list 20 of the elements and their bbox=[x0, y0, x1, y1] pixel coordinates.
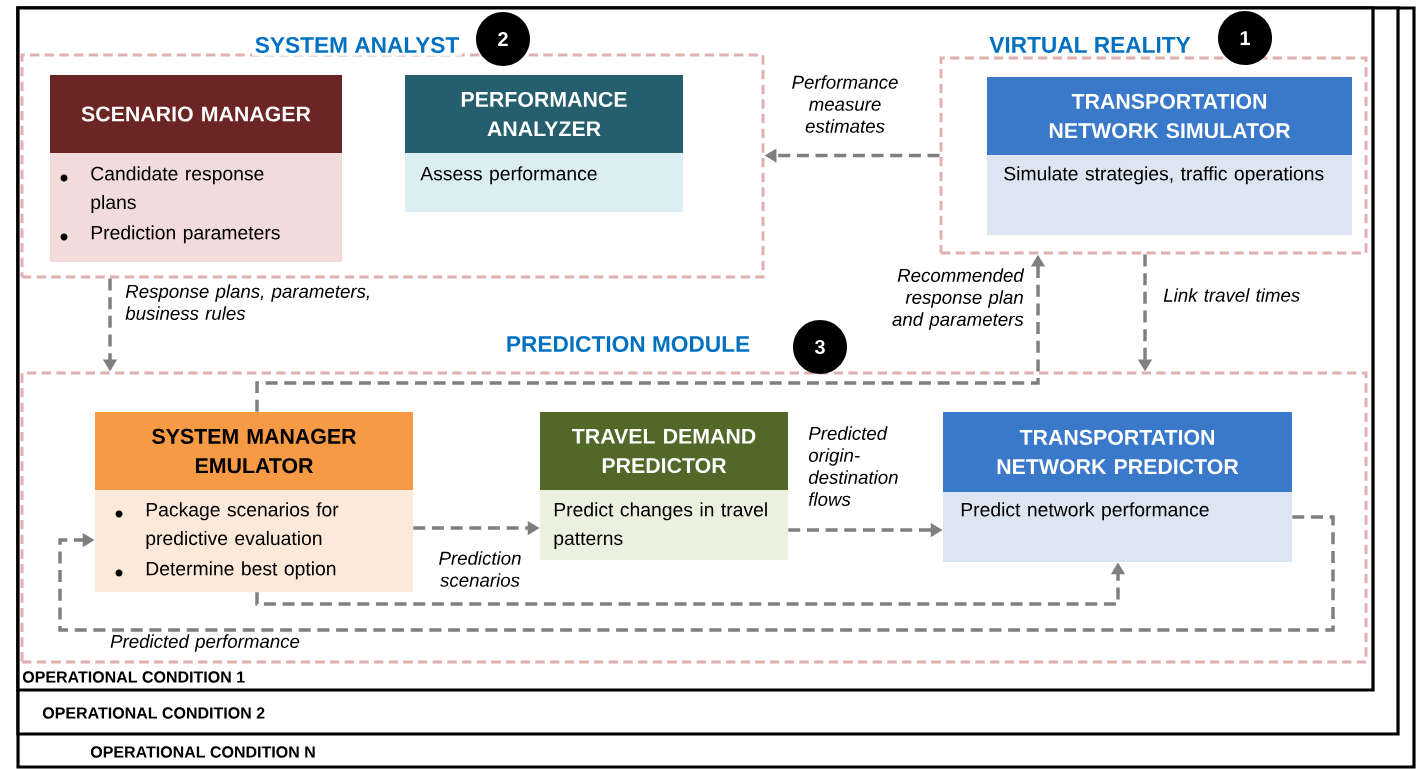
edge-label: Recommended response plan and parameters bbox=[892, 268, 1025, 330]
process-box: SYSTEM MANAGER EMULATOR Package scenarios for predictive evaluation Determine best option bbox=[95, 412, 413, 592]
edge-label: Performance measure estimates bbox=[792, 75, 898, 133]
edge-label: Predicted origin-destination flows bbox=[808, 426, 898, 506]
process-box: TRAVEL DEMAND PREDICTOR Predict changes in travel patterns bbox=[540, 412, 788, 560]
group-heading: SYSTEM ANALYST bbox=[252, 34, 462, 56]
number-badge: 3 bbox=[793, 320, 847, 374]
number-badge: 2 bbox=[476, 12, 530, 66]
arrow bbox=[58, 515, 1335, 632]
process-box: TRANSPORTATION NETWORK SIMULATOR Simulate strategies, traffic operations bbox=[987, 77, 1352, 235]
edge-label: Link travel times bbox=[1163, 288, 1300, 302]
group-heading: PREDICTION MODULE bbox=[503, 333, 753, 355]
process-box: SCENARIO MANAGER Candidate response plans Prediction parameters bbox=[50, 75, 342, 262]
process-box: PERFORMANCE ANALYZER Assess performance bbox=[405, 75, 683, 212]
edge-label: Prediction scenarios bbox=[439, 551, 521, 587]
edge-label: Response plans, parameters, business rules bbox=[125, 284, 369, 320]
number-badge: 1 bbox=[1218, 11, 1272, 65]
process-box: TRANSPORTATION NETWORK PREDICTOR Predict network performance bbox=[943, 412, 1292, 562]
group-heading: VIRTUAL REALITY bbox=[986, 34, 1194, 56]
edge-label: Predicted performance bbox=[110, 634, 300, 652]
